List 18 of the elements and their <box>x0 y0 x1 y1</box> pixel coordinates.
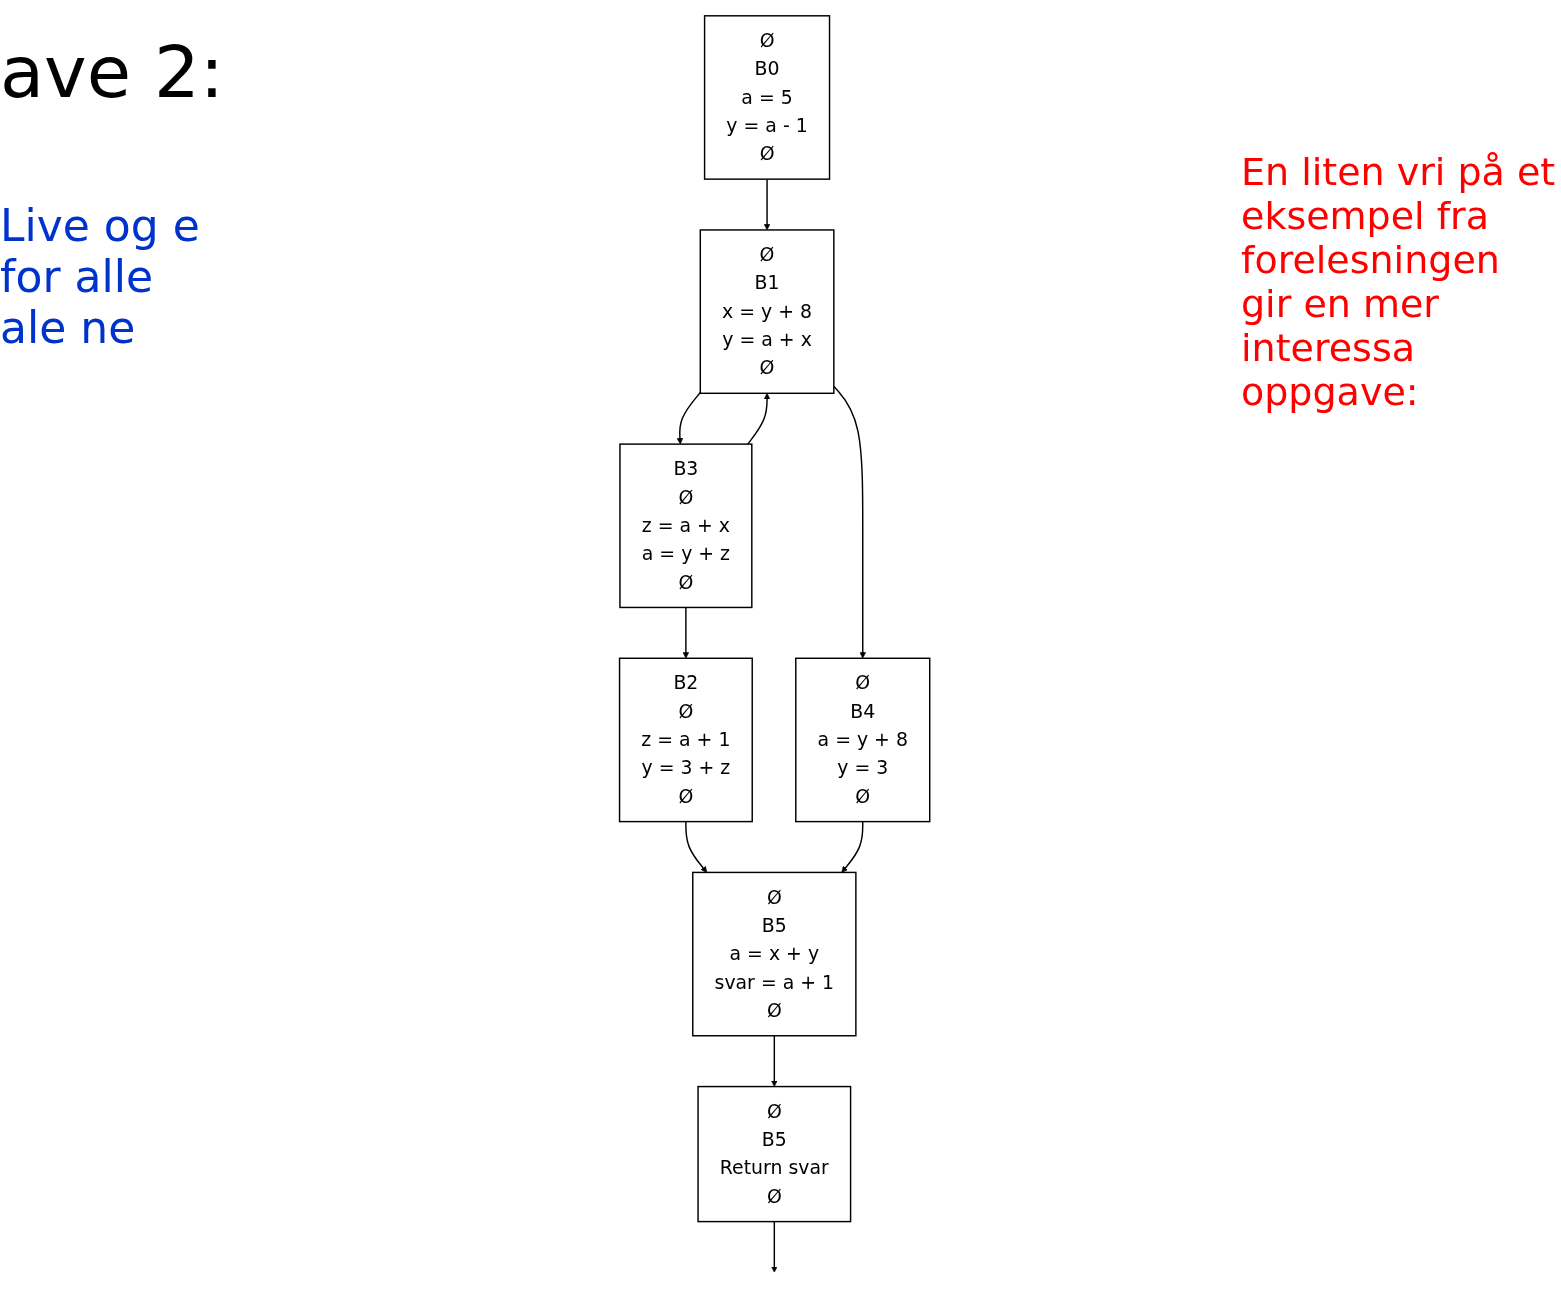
node-box: Ø B5 Return svar Ø <box>697 1085 852 1223</box>
arrow <box>841 820 864 873</box>
arrow <box>771 1220 778 1273</box>
arrow <box>677 391 702 445</box>
node-box: B2 Ø z = a + 1 y = 3 + z Ø <box>619 657 754 823</box>
node-box: Ø B1 x = y + 8 y = a + x Ø <box>699 229 835 395</box>
arrow <box>764 178 771 231</box>
note-text: Live og e for alle ale ne <box>0 200 200 353</box>
node-box: B3 Ø z = a + x a = y + z Ø <box>619 443 753 609</box>
note-text: En liten vri på et eksempel fra forelesningen gir en mer interessa oppgave: <box>1241 150 1557 414</box>
title: ave 2: <box>0 30 224 114</box>
arrow <box>771 1035 778 1087</box>
arrow <box>685 820 708 873</box>
arrow <box>683 606 690 659</box>
node-box: Ø B0 a = 5 y = a - 1 Ø <box>704 15 831 180</box>
node-box: Ø B4 a = y + 8 y = 3 Ø <box>795 657 931 823</box>
node-box: Ø B5 a = x + y svar = a + 1 Ø <box>692 871 857 1037</box>
arrow <box>747 393 771 445</box>
